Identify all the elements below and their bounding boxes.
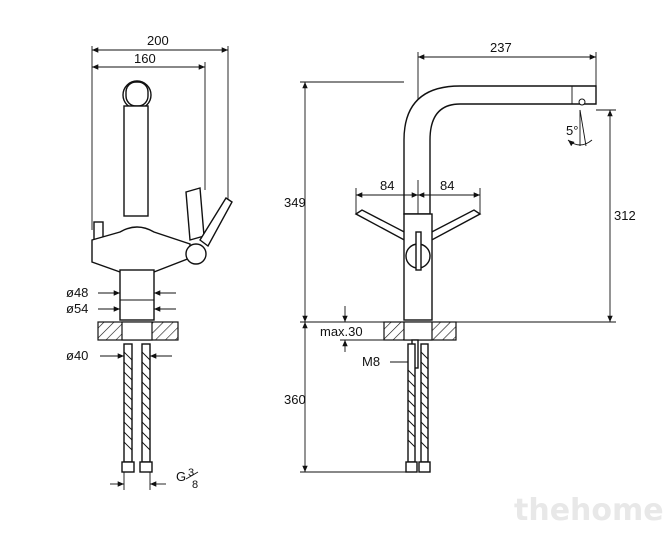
dim-width: 160	[134, 51, 156, 66]
dim-lever-left: 84	[380, 178, 394, 193]
dim-thread-num: 3	[188, 467, 194, 479]
side-view: 237 5° 84 84 349 312	[284, 40, 636, 473]
dim-spout-reach: 237	[490, 40, 512, 55]
dim-hose-length: 360	[284, 392, 306, 407]
dim-thread-den: 8	[192, 479, 198, 491]
dim-spout-height: 312	[614, 208, 636, 223]
dim-thread-g: G	[176, 469, 186, 484]
dim-max-counter: max.30	[320, 324, 363, 339]
dim-dia-54: ø54	[66, 301, 88, 316]
front-view: 200 160 ø48 ø54 ø40	[66, 33, 233, 491]
dim-angle: 5°	[566, 123, 578, 138]
dim-dia-48: ø48	[66, 285, 88, 300]
dim-lever-right: 84	[440, 178, 454, 193]
dim-dia-40: ø40	[66, 348, 88, 363]
dim-stud: M8	[362, 354, 380, 369]
dim-overall-width: 200	[147, 33, 169, 48]
watermark: thehome	[514, 493, 664, 528]
dim-total-height: 349	[284, 195, 306, 210]
